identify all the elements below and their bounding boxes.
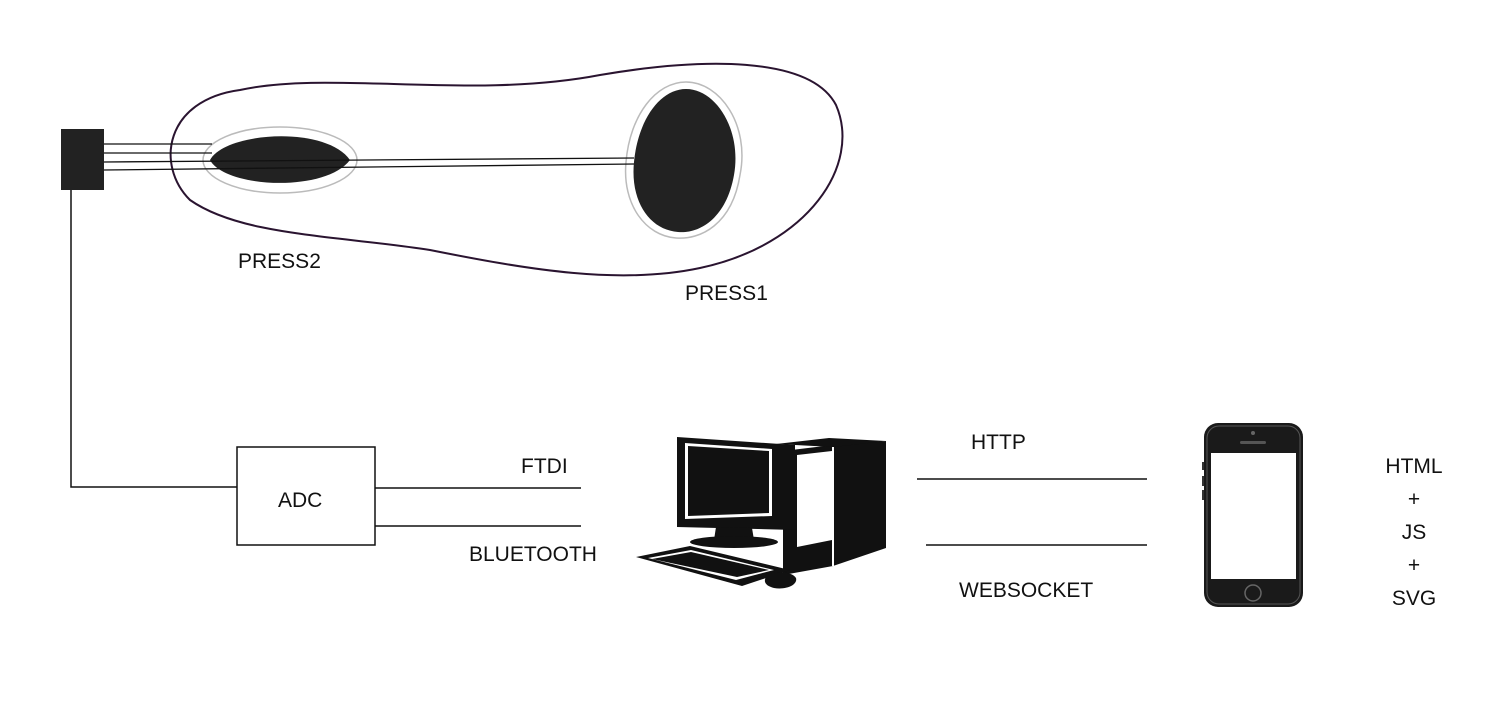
stack-plus-1: + — [1407, 488, 1421, 511]
adc-box — [236, 446, 376, 546]
client-tech-stack: HTML + JS + SVG — [1366, 450, 1462, 615]
computer-icon — [636, 437, 886, 589]
stack-html: HTML — [1385, 455, 1443, 478]
smartphone-icon — [1202, 423, 1303, 607]
press2-label: PRESS2 — [238, 250, 321, 273]
http-label: HTTP — [971, 431, 1026, 454]
adc-label: ADC — [278, 489, 323, 512]
connector-block — [61, 129, 104, 190]
insole-outline — [169, 62, 844, 277]
bluetooth-label: BLUETOOTH — [469, 543, 597, 566]
stack-svg: SVG — [1391, 587, 1437, 610]
ftdi-label: FTDI — [521, 455, 568, 478]
press2-sensor — [210, 136, 350, 183]
stack-plus-2: + — [1407, 554, 1421, 577]
press1-sensor-halo — [624, 81, 743, 239]
wire-connector-to-adc — [70, 190, 237, 488]
websocket-label: WEBSOCKET — [959, 579, 1094, 602]
press1-label: PRESS1 — [685, 282, 768, 305]
wire-press1-bottom — [103, 163, 635, 171]
press1-sensor — [633, 89, 736, 233]
wire-press1-top — [103, 157, 635, 163]
stack-js: JS — [1401, 521, 1427, 544]
